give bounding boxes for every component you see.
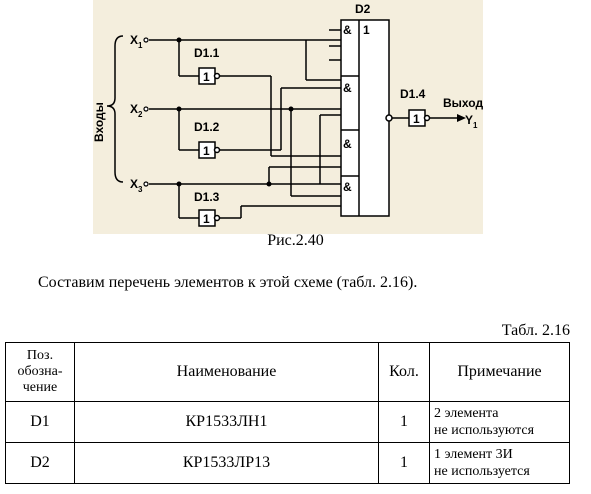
cell-note: 2 элемента не используются bbox=[429, 401, 570, 443]
cell-note-line1: 2 элемента bbox=[434, 406, 499, 421]
and-gate-4-symbol: & bbox=[343, 180, 352, 194]
output-label: Выход bbox=[443, 96, 483, 110]
d12-label: D1.2 bbox=[194, 120, 220, 134]
input-terminal-x1 bbox=[143, 37, 149, 43]
header-position-line3: чение bbox=[22, 380, 58, 395]
inputs-brace bbox=[106, 35, 124, 183]
table-header-row: Поз. обозна- чение Наименование Кол. При… bbox=[5, 342, 570, 402]
output-arrow-icon bbox=[457, 114, 466, 122]
input-terminal-x3 bbox=[143, 181, 149, 187]
table-row: D2 КР1533ЛР13 1 1 элемент 3И не использу… bbox=[5, 442, 570, 484]
output-y1-letter: Y bbox=[465, 113, 473, 127]
input-x3-letter: X bbox=[130, 177, 138, 191]
figure-caption: Рис.2.40 bbox=[267, 232, 324, 249]
d11-label: D1.1 bbox=[194, 46, 220, 60]
header-position-line2: обозна- bbox=[17, 364, 63, 379]
input-terminal-x2 bbox=[143, 106, 149, 112]
header-name: Наименование bbox=[74, 342, 379, 402]
header-position-line1: Поз. bbox=[26, 348, 54, 363]
cell-note-line1: 1 элемент 3И bbox=[434, 447, 513, 462]
table-row: D1 КР1533ЛН1 1 2 элемента не используютс… bbox=[5, 401, 570, 443]
and-gate-2-symbol: & bbox=[343, 81, 352, 95]
inputs-label: Входы bbox=[93, 102, 106, 142]
table-label: Табл. 2.16 bbox=[501, 322, 570, 339]
cell-note-line2: не используются bbox=[434, 423, 535, 438]
d2-label: D2 bbox=[355, 2, 371, 16]
d14-label: D1.4 bbox=[400, 87, 426, 101]
input-x2-sub: 2 bbox=[138, 110, 143, 119]
or-gate-symbol: 1 bbox=[363, 23, 370, 37]
input-x3-sub: 3 bbox=[138, 185, 143, 194]
inverter-d12-symbol: 1 bbox=[203, 144, 210, 158]
cell-qty: 1 bbox=[378, 401, 430, 443]
junction-dot bbox=[288, 106, 294, 112]
cell-note: 1 элемент 3И не используется bbox=[429, 442, 570, 484]
cell-name: КР1533ЛР13 bbox=[74, 442, 379, 484]
junction-dot bbox=[176, 37, 182, 43]
junction-dot bbox=[266, 181, 272, 187]
cell-position: D1 bbox=[5, 401, 75, 443]
header-note: Примечание bbox=[429, 342, 570, 402]
d13-label: D1.3 bbox=[194, 190, 220, 204]
inverter-d14-symbol: 1 bbox=[413, 112, 420, 126]
output-y1-sub: 1 bbox=[473, 121, 478, 130]
cell-name: КР1533ЛН1 bbox=[74, 401, 379, 443]
cell-qty: 1 bbox=[378, 442, 430, 484]
d2-inversion-circle bbox=[385, 114, 393, 122]
inverter-d13-symbol: 1 bbox=[203, 212, 210, 226]
d2-and-or-block bbox=[340, 19, 390, 217]
input-x1-sub: 1 bbox=[138, 41, 143, 50]
inverter-d11-symbol: 1 bbox=[203, 70, 210, 84]
junction-dot bbox=[176, 106, 182, 112]
logic-schematic: 1 1 1 1 & & & & 1 D2 D1.1 D1.2 D1.3 D1.4… bbox=[93, 0, 483, 234]
cell-position: D2 bbox=[5, 442, 75, 484]
intro-paragraph: Составим перечень элементов к этой схеме… bbox=[38, 274, 418, 291]
header-position: Поз. обозна- чение bbox=[5, 342, 75, 402]
and-gate-1-symbol: & bbox=[343, 23, 352, 37]
component-list-table: Поз. обозна- чение Наименование Кол. При… bbox=[5, 342, 570, 484]
input-x2-letter: X bbox=[130, 102, 138, 116]
cell-note-line2: не используется bbox=[434, 464, 530, 479]
and-gate-3-symbol: & bbox=[343, 137, 352, 151]
header-qty: Кол. bbox=[378, 342, 430, 402]
junction-dot bbox=[176, 181, 182, 187]
input-x1-letter: X bbox=[130, 33, 138, 47]
